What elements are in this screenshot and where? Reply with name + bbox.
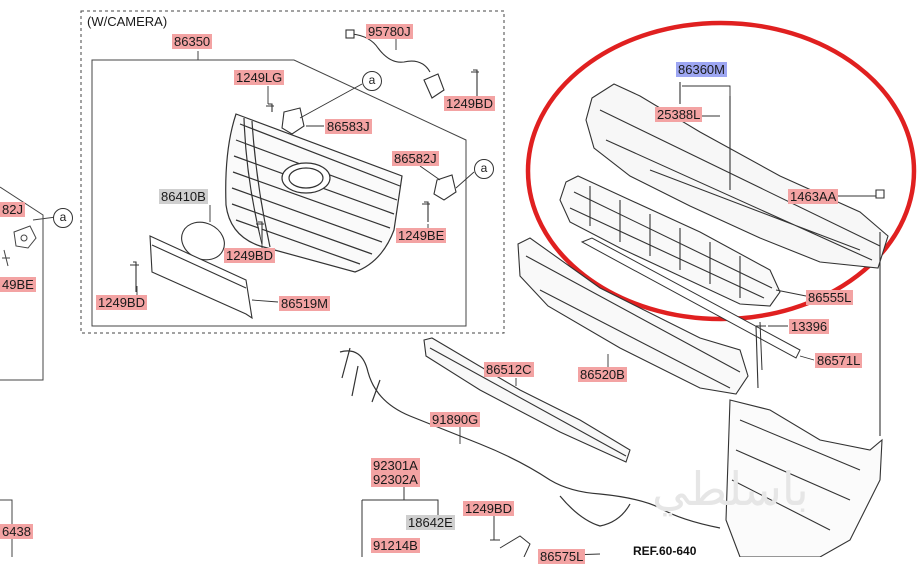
part-label-86582J[interactable]: 86582J bbox=[392, 151, 439, 166]
lower-molding bbox=[423, 337, 631, 463]
callout-a-top: a bbox=[362, 71, 382, 91]
part-label-92302A[interactable]: 92302A bbox=[371, 472, 420, 487]
part-label-86360M[interactable]: 86360M bbox=[676, 62, 727, 77]
emphasis-circle bbox=[525, 20, 917, 322]
wiring-harness bbox=[339, 347, 721, 529]
part-label-18642E[interactable]: 18642E bbox=[406, 515, 455, 530]
part-label-6438-left[interactable]: 6438 bbox=[0, 524, 33, 539]
callout-a-left: a bbox=[53, 208, 73, 228]
group-title: (W/CAMERA) bbox=[87, 14, 168, 29]
reference-label[interactable]: REF.60-640 bbox=[633, 544, 697, 558]
part-label-1463AA[interactable]: 1463AA bbox=[788, 189, 839, 204]
part-label-1249BE-mid[interactable]: 1249BE bbox=[396, 228, 447, 243]
part-label-92301A[interactable]: 92301A bbox=[371, 458, 420, 473]
left-fragment-bracket bbox=[2, 225, 37, 267]
part-label-1249BD-mid[interactable]: 1249BD bbox=[224, 248, 275, 263]
part-label-86571L[interactable]: 86571L bbox=[815, 353, 863, 368]
part-label-95780J[interactable]: 95780J bbox=[366, 24, 413, 39]
part-label-86410B[interactable]: 86410B bbox=[159, 189, 208, 204]
energy-absorber bbox=[559, 175, 781, 307]
callout-a-right: a bbox=[474, 159, 494, 179]
part-label-1249BD-bottom[interactable]: 1249BD bbox=[463, 501, 514, 516]
part-label-25388L[interactable]: 25388L bbox=[655, 107, 703, 122]
part-label-86555L[interactable]: 86555L bbox=[806, 290, 854, 305]
part-label-49BE-left[interactable]: 49BE bbox=[0, 277, 36, 292]
lower-beam bbox=[517, 237, 749, 395]
watermark: باسلطي bbox=[652, 462, 809, 516]
part-label-91890G[interactable]: 91890G bbox=[430, 412, 481, 427]
part-label-86350[interactable]: 86350 bbox=[172, 34, 213, 49]
trim-strip bbox=[580, 237, 801, 371]
cover-and-plate bbox=[149, 221, 253, 320]
grille-leader-box bbox=[91, 59, 467, 327]
part-label-1249BD-top[interactable]: 1249BD bbox=[444, 96, 495, 111]
part-label-86520B[interactable]: 86520B bbox=[578, 367, 627, 382]
grille-brackets bbox=[130, 103, 457, 292]
part-label-1249LG[interactable]: 1249LG bbox=[234, 70, 285, 85]
part-label-82J-left[interactable]: 82J bbox=[0, 202, 25, 217]
part-label-91214B[interactable]: 91214B bbox=[371, 538, 420, 553]
camera-group-box bbox=[80, 10, 505, 334]
leader-lines-outer bbox=[459, 85, 876, 444]
part-label-86519M[interactable]: 86519M bbox=[279, 296, 330, 311]
radiator-grille bbox=[225, 113, 403, 273]
part-label-86583J[interactable]: 86583J bbox=[325, 119, 372, 134]
front-body-structure bbox=[725, 232, 883, 557]
part-label-1249BD-left[interactable]: 1249BD bbox=[96, 295, 147, 310]
part-label-13396[interactable]: 13396 bbox=[789, 319, 830, 334]
part-label-86512C[interactable]: 86512C bbox=[484, 362, 534, 377]
